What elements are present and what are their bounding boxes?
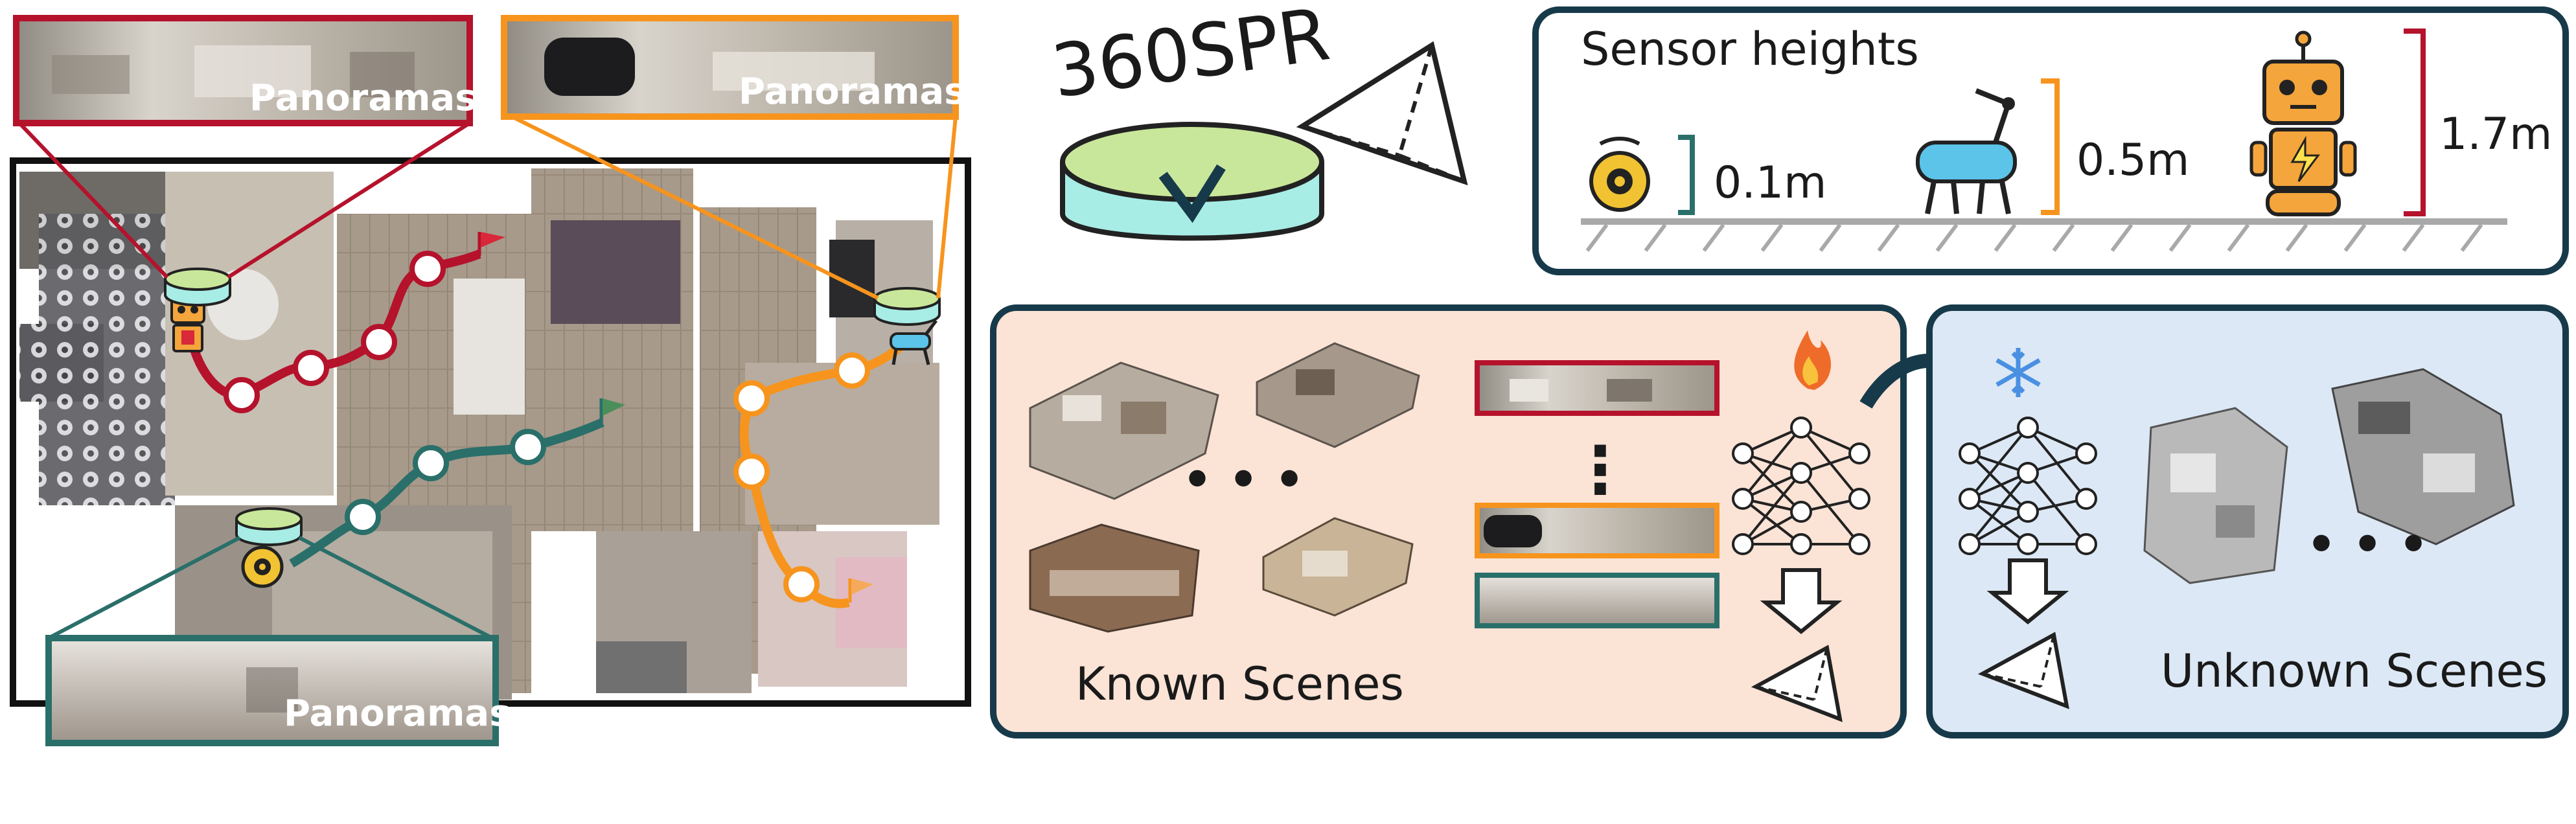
panoramic-camera-icon xyxy=(1060,122,1324,241)
quadruped-robot-icon xyxy=(890,319,937,365)
unknown-scene-model-2 xyxy=(2331,368,2515,545)
unknown-scenes-panel: • • • Unknown Scenes xyxy=(1926,304,2569,738)
fire-icon xyxy=(1794,330,1832,390)
panorama-orange: Panoramas xyxy=(501,15,966,120)
pose-frustum-icon xyxy=(1296,41,1468,186)
known-pano-teal xyxy=(1475,573,1719,628)
teal-trajectory xyxy=(289,398,625,568)
known-pano-orange xyxy=(1475,503,1719,558)
known-pose-frustum-icon xyxy=(1751,645,1843,722)
unknown-down-arrow-icon xyxy=(1986,558,2069,624)
known-pano-vertical-ellipsis: ⋮ xyxy=(1568,432,1633,508)
unknown-scenes-ellipsis: • • • xyxy=(2306,517,2428,571)
sensor-heights-title: Sensor heights xyxy=(1581,23,1919,76)
panorama-connectors xyxy=(17,115,958,640)
unknown-scene-model-1 xyxy=(2143,407,2288,584)
quadruped-robot-icon xyxy=(1916,88,2017,214)
ground-hatching xyxy=(1585,223,2483,252)
method-title: 360SPR xyxy=(1047,0,1335,115)
robot-vacuum-icon xyxy=(1589,136,1650,212)
known-scene-model-4 xyxy=(1262,517,1414,617)
snowflake-icon xyxy=(1995,348,2041,397)
robot-vacuum-icon xyxy=(241,545,284,588)
humanoid-robot-icon xyxy=(2249,30,2357,216)
known-down-arrow-icon xyxy=(1760,568,1843,634)
panorama-red: Panoramas xyxy=(13,15,477,126)
height-bracket-humanoid xyxy=(2404,29,2426,216)
sensor-heights-panel: Sensor heights 0.1m xyxy=(1532,6,2569,275)
panorama-red-label: Panoramas xyxy=(249,77,477,119)
panorama-orange-label: Panoramas xyxy=(739,71,966,113)
known-scenes-title: Known Scenes xyxy=(1075,658,1404,711)
camera-cylinder-red xyxy=(164,268,231,306)
height-label-humanoid: 1.7m xyxy=(2439,109,2552,160)
height-label-quadruped: 0.5m xyxy=(2076,135,2189,186)
known-scene-model-2 xyxy=(1256,342,1420,448)
height-bracket-quadruped xyxy=(2041,78,2060,215)
known-pano-red xyxy=(1475,360,1719,416)
camera-cylinder-orange xyxy=(873,287,941,326)
unknown-pose-frustum-icon xyxy=(1977,632,2069,709)
known-scenes-panel: • • • ⋮ xyxy=(990,304,1907,738)
panorama-teal-label: Panoramas xyxy=(284,692,511,735)
height-bracket-vacuum xyxy=(1678,135,1695,215)
orange-trajectory xyxy=(733,343,904,608)
panorama-teal: Panoramas xyxy=(45,635,511,746)
known-scenes-ellipsis: • • • xyxy=(1182,452,1304,507)
frozen-network-icon xyxy=(1959,417,2097,555)
trainable-network-icon xyxy=(1732,417,1870,555)
known-scene-model-3 xyxy=(1029,523,1200,633)
camera-cylinder-teal xyxy=(235,507,303,546)
known-scene-model-1 xyxy=(1029,361,1219,500)
unknown-scenes-title: Unknown Scenes xyxy=(2161,645,2547,698)
red-trajectory xyxy=(190,232,505,413)
height-label-vacuum: 0.1m xyxy=(1714,157,1826,209)
